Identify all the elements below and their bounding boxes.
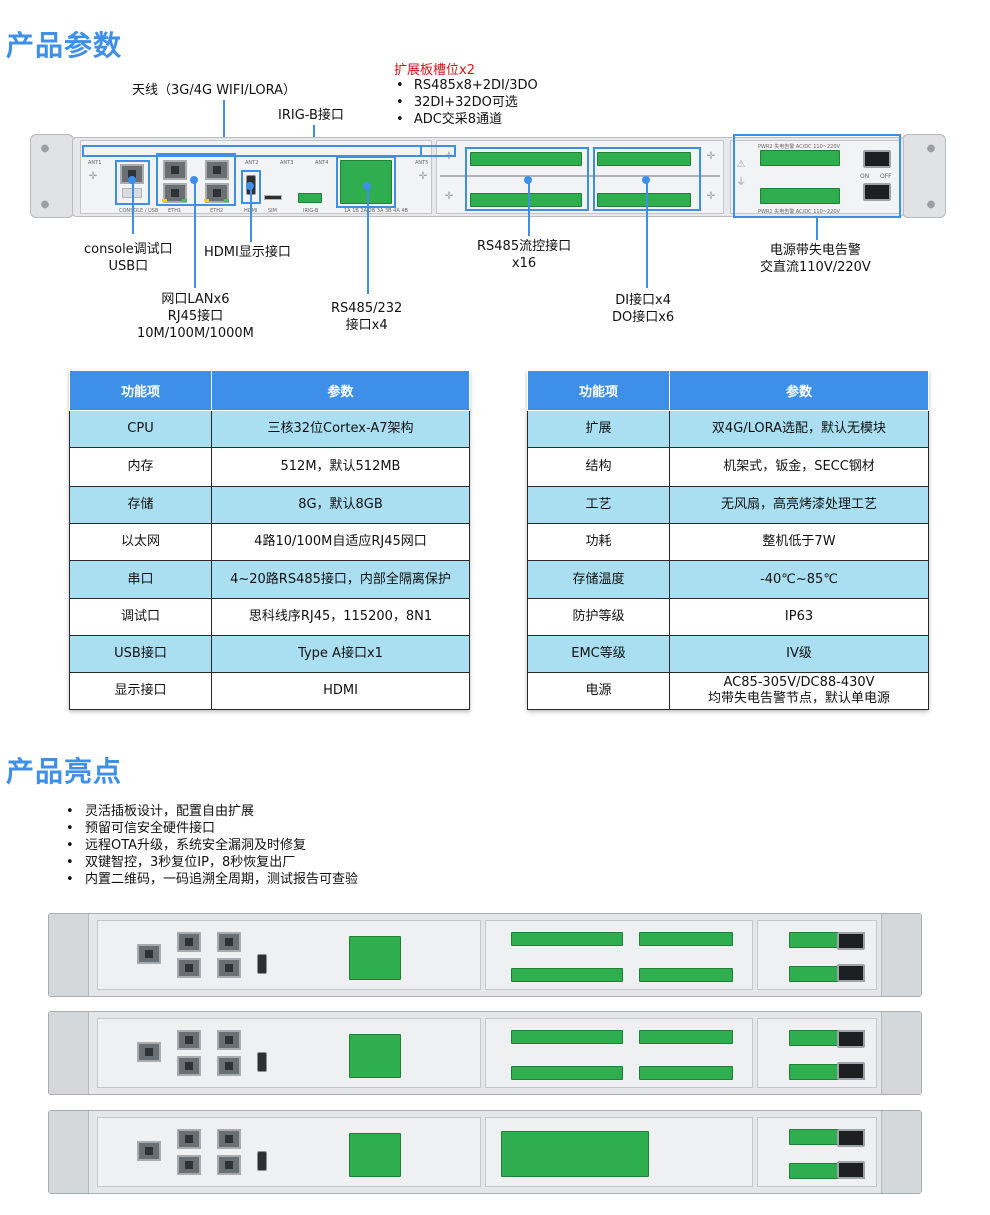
expansion-item: • RS485x8+2DI/3DO: [396, 78, 538, 93]
di-do-terminal-bottom: [597, 193, 691, 207]
callout-console: console调试口 USB口: [84, 242, 173, 274]
antenna-highlight: [82, 145, 422, 157]
rs485-flow-highlight: [465, 147, 589, 211]
table-row: 调试口思科线序RJ45，115200，8N1: [69, 598, 470, 636]
callout-power: 电源带失电告警 交直流110V/220V: [760, 243, 871, 275]
product-photo-2: [48, 1011, 922, 1095]
antenna-line: [223, 100, 225, 150]
table-header: 参数: [669, 370, 929, 411]
rs485-flow-terminal-top: [470, 152, 582, 166]
list-item: 内置二维码，一码追溯全周期，测试报告可查验: [63, 871, 358, 888]
highlights-list: 灵活插板设计，配置自由扩展 预留可信安全硬件接口 远程OTA升级，系统安全漏洞及…: [63, 803, 358, 888]
table-row: 存储温度-40℃~85℃: [527, 560, 929, 599]
spec-table-right: 功能项 参数 扩展双4G/LORA选配，默认无模块 结构机架式，钣金，SECC钢…: [527, 370, 929, 710]
callout-di-do: DI接口x4 DO接口x6: [612, 293, 675, 325]
switch-off-label: OFF: [880, 173, 892, 180]
power-terminal-2: [760, 188, 840, 204]
sim-slot: [264, 195, 282, 200]
rs485-flow-terminal-bottom: [470, 193, 582, 207]
list-item: 双键智控，3秒复位IP，8秒恢复出厂: [63, 854, 358, 871]
table-header: 功能项: [527, 370, 670, 411]
di-do-terminal-top: [597, 152, 691, 166]
table-header: 参数: [211, 370, 470, 411]
callout-lan: 网口LANx6 RJ45接口 10M/100M/1000M: [137, 292, 254, 341]
eth1-port-bottom: [163, 183, 187, 203]
eth1-port-top: [163, 160, 187, 180]
rack-ear-right: [902, 134, 946, 218]
irig-terminal: [298, 193, 322, 203]
table-row: 扩展双4G/LORA选配，默认无模块: [527, 410, 929, 448]
list-item: 远程OTA升级，系统安全漏洞及时修复: [63, 837, 358, 854]
highlights-section-title: 产品亮点: [6, 755, 123, 788]
expansion-list: • RS485x8+2DI/3DO • 32DI+32DO可选 • ADC交采8…: [396, 77, 538, 128]
rs485-232-highlight: [336, 156, 396, 208]
callout-rs485-flow: RS485流控接口 x16: [477, 239, 572, 271]
lan-highlight: [156, 153, 236, 206]
product-photo-3: [48, 1110, 922, 1194]
eth2-port-bottom: [205, 183, 229, 203]
callout-rs485-232: RS485/232 接口x4: [331, 301, 403, 333]
power-terminal-1: [760, 150, 840, 166]
power-highlight: [733, 134, 901, 218]
callout-antenna: 天线（3G/4G WIFI/LORA）: [132, 83, 296, 98]
table-row: 结构机架式，钣金，SECC钢材: [527, 447, 929, 487]
list-item: 预留可信安全硬件接口: [63, 820, 358, 837]
power-switch-2: [863, 183, 891, 201]
table-row: 工艺无风扇，高亮烤漆处理工艺: [527, 486, 929, 524]
rack-ear-left: [30, 134, 74, 218]
switch-on-label: ON: [860, 173, 870, 180]
params-section-title: 产品参数: [6, 29, 123, 62]
callout-irig: IRIG-B接口: [278, 108, 344, 123]
list-item: 灵活插板设计，配置自由扩展: [63, 803, 358, 820]
expansion-item: • 32DI+32DO可选: [396, 95, 518, 110]
callout-hdmi: HDMI显示接口: [204, 245, 291, 260]
callout-expansion-title: 扩展板槽位x2: [394, 63, 475, 78]
power-switch-1: [863, 150, 891, 168]
expansion-item: • ADC交采8通道: [396, 112, 503, 127]
table-header: 功能项: [69, 370, 212, 411]
rs485-232-terminal: [340, 160, 392, 204]
product-photo-1: [48, 913, 922, 997]
eth2-port-top: [205, 160, 229, 180]
table-row: 功耗整机低于7W: [527, 523, 929, 561]
